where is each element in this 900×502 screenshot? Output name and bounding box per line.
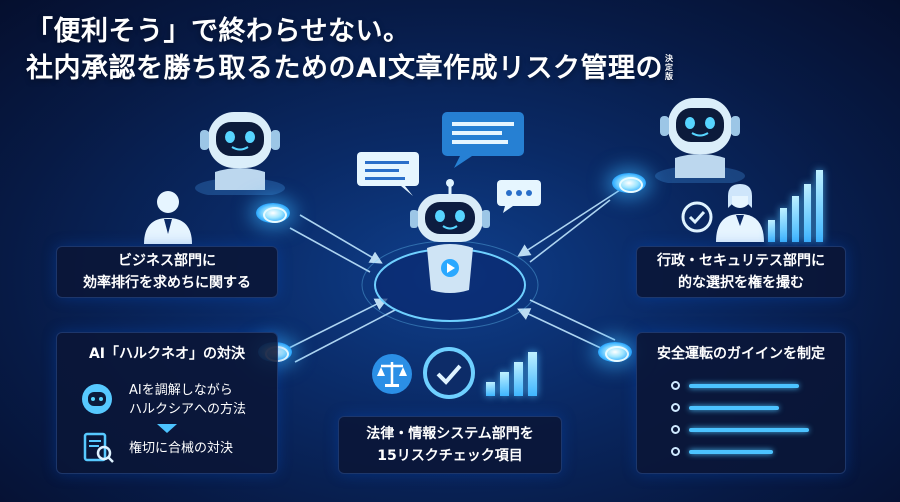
ai-item-2-text: 権切に合械の対決 — [129, 441, 234, 456]
business-panel-text: ビジネス部門に 効率排行を求めちに関する — [83, 253, 251, 291]
robot-icon — [82, 384, 112, 414]
check-icon — [681, 201, 713, 233]
robot-icon — [195, 112, 285, 195]
list-bullet — [671, 447, 680, 456]
ai-item-2: 権切に合械の対決 — [129, 439, 233, 458]
glow-node-safety — [598, 342, 632, 362]
main-title: 「便利そう」で終わらせない。 社内承認を勝ち取るためのAI文章作成リスク管理の決… — [26, 14, 675, 88]
bar-chart-icon — [768, 168, 828, 242]
ai-item-1: AIを調解しながら ハルクシアへの方法 — [129, 381, 246, 419]
person-icon — [716, 184, 764, 242]
safety-panel-heading: 安全運転のガイインを制定 — [657, 346, 825, 362]
ai-panel: AI「ハルクネオ」の対決 AIを調解しながら ハルクシアへの方法 権切に合械の対… — [56, 332, 278, 474]
scale-icon — [372, 354, 412, 394]
edition-badge: 決定版 — [664, 54, 674, 81]
admin-panel: 行政・セキュリテス部門に 的な選択を権を撮む — [636, 246, 846, 298]
bar-chart-icon — [486, 352, 538, 396]
title-line-2-text: 社内承認を勝ち取るためのAI文章作成リスク管理の — [26, 53, 663, 84]
arrow-down-icon — [157, 424, 177, 433]
legal-panel-text: 法律・情報システム部門を 15リスクチェック項目 — [366, 426, 534, 464]
chat-bubble-icon — [442, 112, 524, 168]
glow-node-admin — [612, 173, 646, 193]
admin-panel-text: 行政・セキュリテス部門に 的な選択を権を撮む — [657, 253, 825, 291]
title-line-2: 社内承認を勝ち取るためのAI文章作成リスク管理の決定版 — [26, 50, 675, 88]
ai-item-1-text: AIを調解しながら ハルクシアへの方法 — [129, 383, 247, 417]
title-line-1: 「便利そう」で終わらせない。 — [26, 16, 411, 47]
document-search-icon — [83, 432, 114, 463]
legal-panel: 法律・情報システム部門を 15リスクチェック項目 — [338, 416, 562, 474]
list-bullet — [671, 403, 680, 412]
glow-node-business — [256, 203, 290, 223]
robot-icon — [655, 98, 745, 183]
robot-icon — [410, 179, 490, 293]
chat-bubble-icon — [357, 152, 419, 196]
chat-bubble-icon — [497, 180, 541, 213]
person-icon — [144, 191, 192, 244]
list-bullet — [671, 425, 680, 434]
list-bullet — [671, 381, 680, 390]
ai-panel-heading: AI「ハルクネオ」の対決 — [88, 346, 246, 362]
check-icon — [423, 347, 475, 399]
safety-panel: 安全運転のガイインを制定 — [636, 332, 846, 474]
business-panel: ビジネス部門に 効率排行を求めちに関する — [56, 246, 278, 298]
